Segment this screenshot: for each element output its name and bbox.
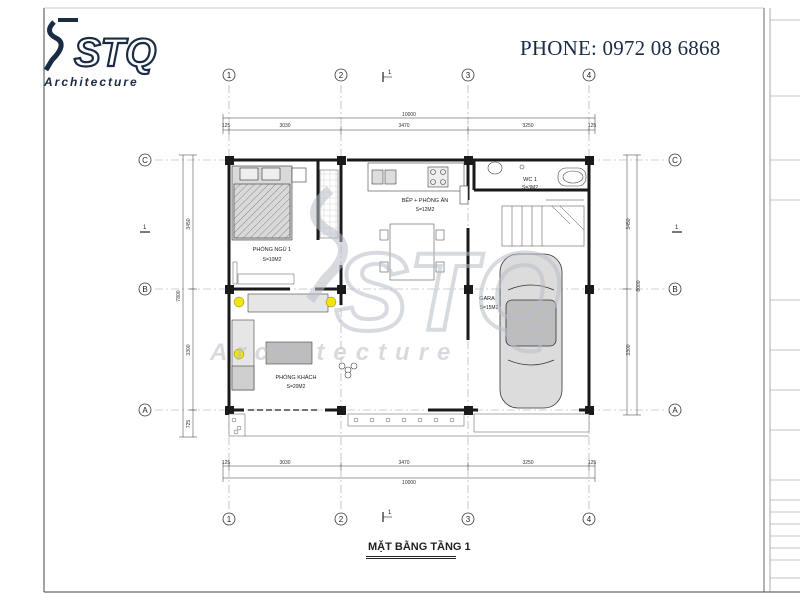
grid-label: C (142, 156, 148, 165)
dimension-left (179, 154, 197, 438)
plan-title: MẶT BẰNG TẦNG 1 (368, 541, 471, 553)
logo: STQ Architecture (40, 14, 190, 94)
section-mark-label: 1 (388, 70, 392, 76)
logo-letters: STQ (74, 31, 156, 75)
grid-label: 2 (339, 515, 344, 524)
dimension-right-labels: 3450 8000 3300 (626, 218, 642, 355)
room-area: S=10M2 (263, 257, 282, 263)
logo-tagline: Architecture (43, 75, 139, 89)
dim-label: 3250 (522, 123, 533, 129)
dimension-bottom-labels: 125 3030 3470 3250 125 10000 (222, 460, 597, 486)
dimension-right (623, 154, 641, 416)
watermark-letters: STQ (335, 231, 561, 354)
title-block (770, 19, 800, 579)
phone-contact: PHONE: 0972 08 6868 (520, 36, 720, 61)
room-area: S=15M2 (480, 305, 499, 311)
title-underline (366, 556, 456, 557)
grid-bubbles-bottom: 1 2 3 4 (222, 512, 596, 526)
dim-label: 3450 (186, 218, 192, 229)
room-name: BẾP + PHÒNG ĂN (402, 197, 449, 204)
grid-label: 4 (587, 71, 592, 80)
dim-label: 10000 (402, 112, 416, 118)
front-planters (228, 413, 590, 437)
grid-label: 3 (466, 71, 471, 80)
grid-label: 4 (587, 515, 592, 524)
room-area: S=12M2 (416, 207, 435, 213)
grid-label: C (672, 156, 678, 165)
kitchen-counter (367, 162, 469, 205)
grid-label: 3 (466, 515, 471, 524)
dim-label: 125 (222, 460, 231, 466)
dim-label: 10000 (402, 480, 416, 486)
grid-label: 1 (227, 515, 232, 524)
section-mark-label: 1 (388, 510, 392, 516)
room-area: S=3M2 (522, 185, 538, 191)
dim-label: 8000 (636, 280, 642, 291)
columns (225, 156, 594, 415)
dim-label: 3470 (398, 123, 409, 129)
dim-label: 7800 (176, 290, 182, 301)
grid-label: A (672, 406, 678, 415)
section-marker-top: 1 (382, 70, 392, 82)
title-underline (366, 558, 456, 559)
room-area: S=20M2 (287, 384, 306, 390)
dimension-top-labels: 10000 125 3030 3470 3250 125 (222, 112, 597, 129)
section-marker-bottom: 1 (382, 510, 392, 522)
section-mark-label: 1 (675, 225, 679, 231)
wc-fixtures (487, 161, 587, 187)
room-name: GARA (479, 296, 495, 302)
room-name: PHÒNG NGỦ 1 (253, 246, 292, 253)
watermark-tagline: Architecture (209, 339, 459, 366)
room-name: WC 1 (523, 177, 537, 183)
section-mark-label: 1 (143, 225, 147, 231)
dim-label: 3030 (279, 123, 290, 129)
bed (231, 165, 307, 241)
dimension-top (222, 114, 596, 134)
room-name: PHÒNG KHÁCH (276, 374, 317, 381)
dimension-left-labels: 3450 7800 3300 725 (176, 218, 192, 428)
dim-label: 3470 (398, 460, 409, 466)
car (499, 253, 563, 409)
dim-label: 725 (186, 420, 192, 429)
grid-label: B (672, 285, 677, 294)
section-marker-right: 1 (672, 225, 682, 233)
dim-label: 3030 (279, 460, 290, 466)
dining-table (379, 223, 445, 281)
stairs (501, 199, 585, 247)
grid-label: 1 (227, 71, 232, 80)
dim-label: 3300 (626, 344, 632, 355)
grid-label: B (142, 285, 147, 294)
ceiling-lamps (233, 296, 337, 360)
dim-label: 3450 (626, 218, 632, 229)
dim-label: 125 (588, 123, 597, 129)
dim-label: 125 (588, 460, 597, 466)
dim-label: 125 (222, 123, 231, 129)
dim-label: 3250 (522, 460, 533, 466)
desk (232, 261, 295, 285)
phone-label: PHONE: (520, 36, 598, 60)
grid-label: 2 (339, 71, 344, 80)
grid-bubbles-left: C B A (138, 153, 152, 417)
dim-label: 3300 (186, 344, 192, 355)
watermark: STQ Architecture (209, 186, 563, 366)
grid-bubbles-top: 1 2 3 4 (222, 68, 596, 82)
grid-bubbles-right: C B A (668, 153, 682, 417)
section-marker-left: 1 (140, 225, 150, 233)
phone-number: 0972 08 6868 (602, 36, 721, 60)
grid-label: A (142, 406, 148, 415)
dimension-bottom (222, 462, 596, 482)
room-labels: PHÒNG NGỦ 1 S=10M2 BẾP + PHÒNG ĂN S=12M2… (253, 177, 538, 390)
